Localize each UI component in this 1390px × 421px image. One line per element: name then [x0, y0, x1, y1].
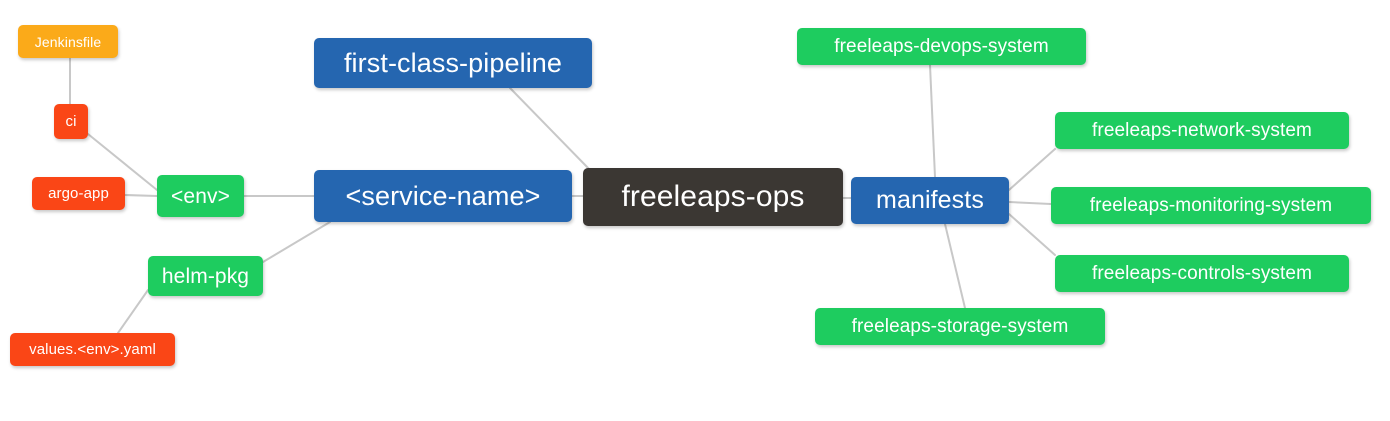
node-ci[interactable]: ci: [54, 104, 88, 139]
edge-manifests-to-storage-system: [944, 223, 966, 309]
node-manifests[interactable]: manifests: [851, 177, 1009, 224]
edge-first-class-pipeline-to-freeleaps-ops: [509, 87, 591, 171]
node-controls-system[interactable]: freeleaps-controls-system: [1055, 255, 1349, 292]
edge-helm-pkg-to-service-name: [262, 221, 331, 263]
node-helm-pkg[interactable]: helm-pkg: [148, 256, 263, 296]
node-first-class-pipeline[interactable]: first-class-pipeline: [314, 38, 592, 88]
node-storage-system[interactable]: freeleaps-storage-system: [815, 308, 1105, 345]
node-jenkinsfile[interactable]: Jenkinsfile: [18, 25, 118, 58]
edge-manifests-to-network-system: [1008, 148, 1056, 191]
node-devops-system[interactable]: freeleaps-devops-system: [797, 28, 1086, 65]
node-service-name[interactable]: <service-name>: [314, 170, 572, 222]
node-freeleaps-ops[interactable]: freeleaps-ops: [583, 168, 843, 226]
edge-manifests-to-monitoring-system: [1008, 201, 1052, 205]
node-values-yaml[interactable]: values.<env>.yaml: [10, 333, 175, 366]
node-network-system[interactable]: freeleaps-network-system: [1055, 112, 1349, 149]
node-argo-app[interactable]: argo-app: [32, 177, 125, 210]
edge-manifests-to-controls-system: [1008, 213, 1056, 256]
edge-values-yaml-to-helm-pkg: [117, 289, 149, 334]
edge-argo-app-to-env: [124, 194, 158, 197]
node-env[interactable]: <env>: [157, 175, 244, 217]
edge-manifests-to-devops-system: [929, 64, 936, 178]
node-monitoring-system[interactable]: freeleaps-monitoring-system: [1051, 187, 1371, 224]
